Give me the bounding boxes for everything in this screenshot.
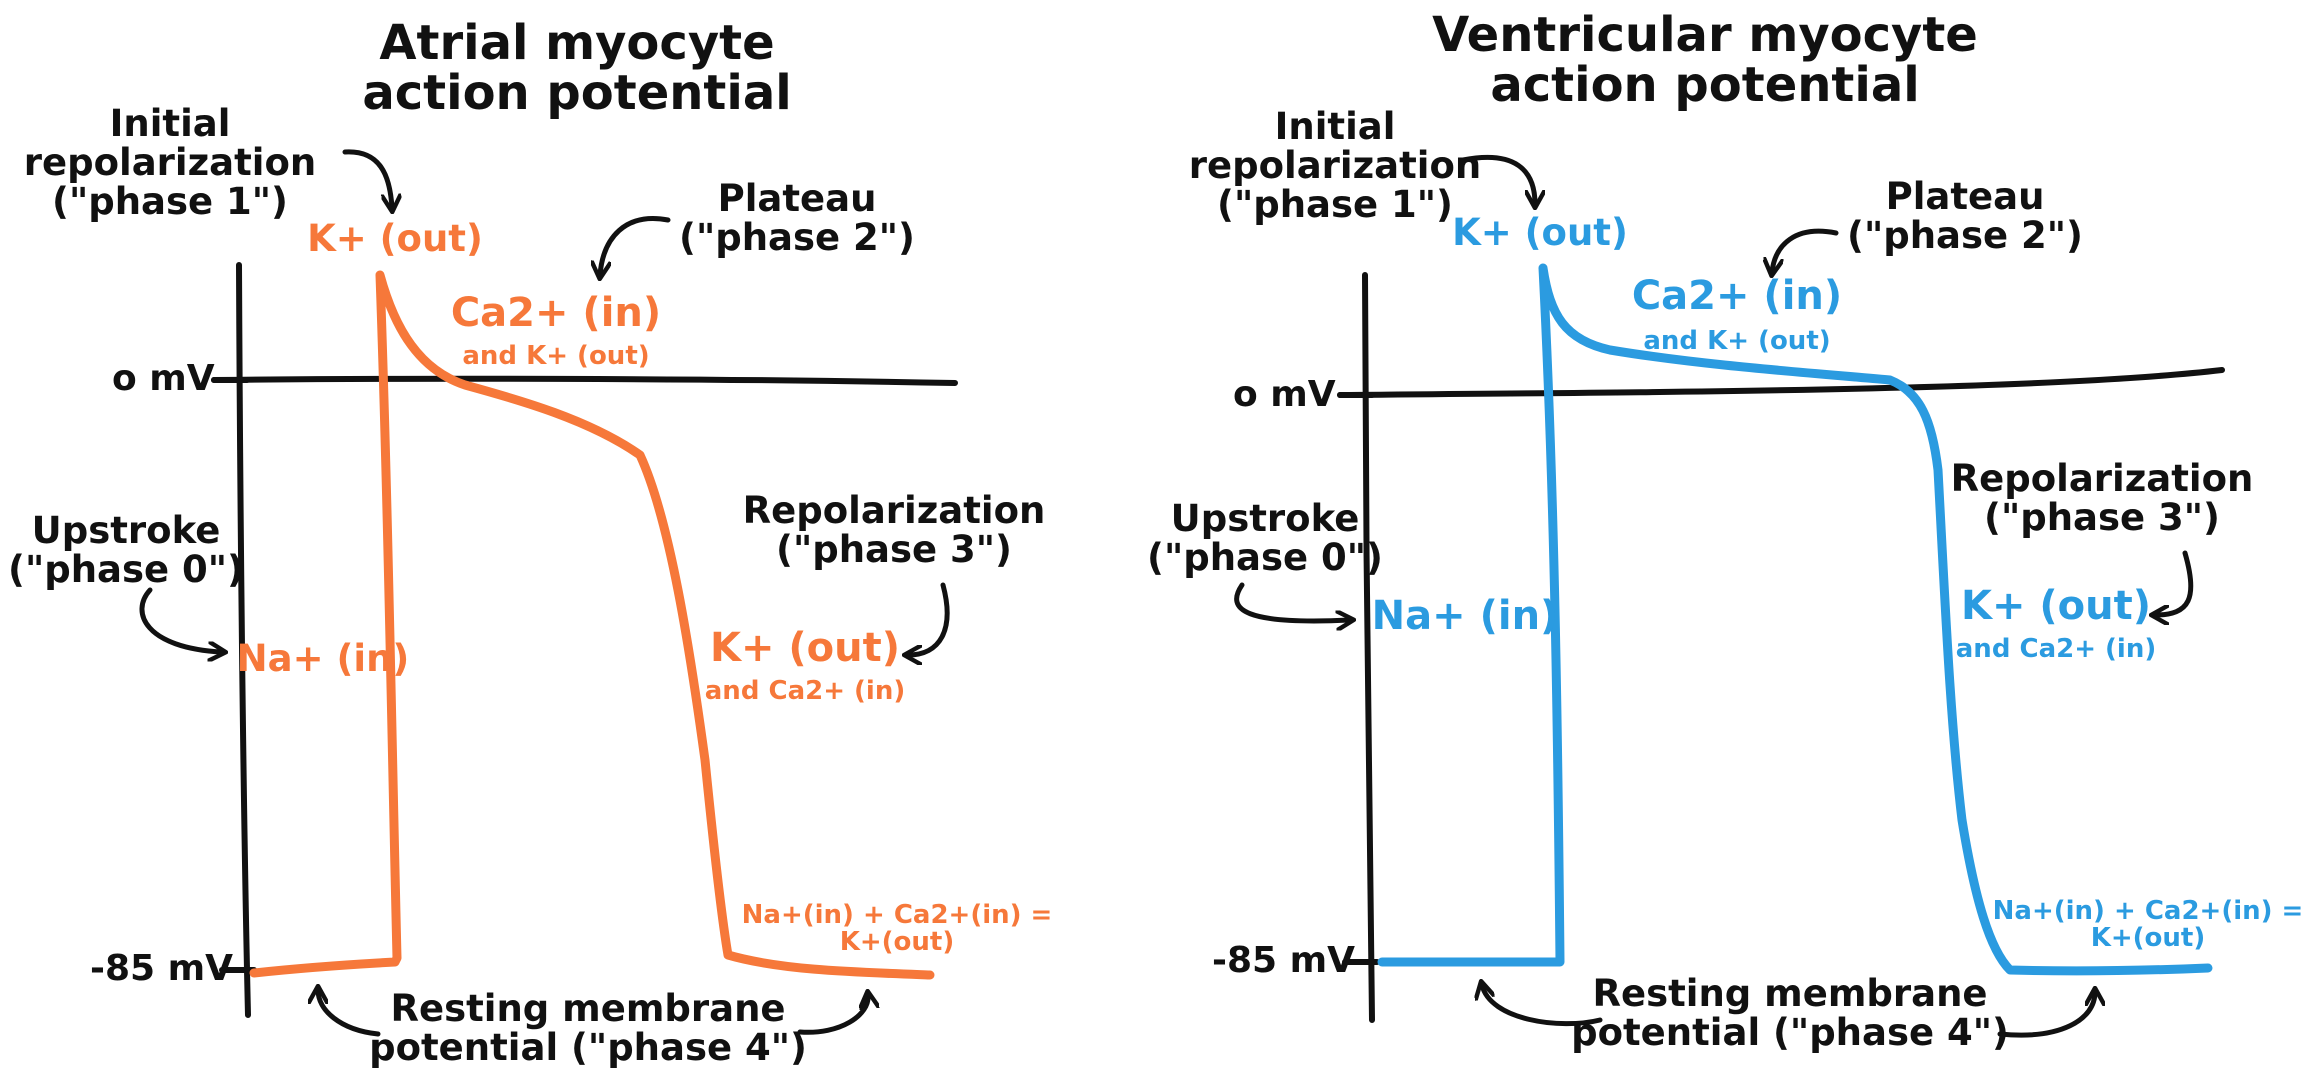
ventricular-phase4-label: Resting membrane potential ("phase 4"): [1571, 972, 2009, 1054]
ventricular-axes: [1337, 272, 2225, 1023]
atrial-phase0-arrow: [139, 587, 222, 652]
atrial-phase4-ion: Na+(in) + Ca2+(in) = K+(out): [741, 900, 1053, 958]
ventricular-phase3-arrow: [2155, 550, 2194, 615]
ventricular-title: Ventricular myocyte action potential: [1432, 7, 1978, 114]
atrial-zero-mv-label: o mV: [112, 358, 215, 399]
atrial-phase2-ion-sub: and K+ (out): [462, 341, 650, 371]
atrial-phase4-left-arrow: [318, 990, 381, 1037]
ventricular-arrows: [1234, 154, 2194, 1038]
ventricular-phase1-ion: K+ (out): [1452, 211, 1628, 254]
atrial-axes: [211, 262, 958, 1018]
atrial-phase2-ion: Ca2+ (in): [450, 290, 662, 336]
atrial-phase3-label: Repolarization ("phase 3"): [742, 489, 1046, 571]
atrial-phase3-arrow: [908, 582, 950, 655]
atrial-rest-mv-label: -85 mV: [90, 948, 233, 989]
atrial-phase0-label: Upstroke ("phase 0"): [8, 509, 244, 591]
ventricular-phase3-ion-sub: and Ca2+ (in): [1955, 634, 2157, 664]
ventricular-phase2-ion: Ca2+ (in): [1631, 273, 1843, 319]
ventricular-phase3-label: Repolarization ("phase 3"): [1950, 457, 2254, 539]
atrial-phase4-right-arrow: [797, 995, 868, 1035]
atrial-phase4-label: Resting membrane potential ("phase 4"): [369, 987, 807, 1069]
ventricular-rest-mv-label: -85 mV: [1212, 940, 1355, 981]
ventricular-phase1-label: Initial repolarization ("phase 1"): [1188, 105, 1482, 226]
ventricular-action-potential-trace: [1377, 263, 2213, 976]
atrial-phase1-label: Initial repolarization ("phase 1"): [23, 102, 317, 223]
ventricular-phase3-ion: K+ (out): [1960, 583, 2152, 629]
ventricular-phase2-ion-sub: and K+ (out): [1643, 326, 1831, 356]
atrial-phase0-ion: Na+ (in): [236, 637, 410, 680]
atrial-y-axis: [236, 262, 251, 1018]
atrial-phase3-ion: K+ (out): [709, 625, 901, 671]
ventricular-phase2-arrow: [1772, 228, 1839, 272]
atrial-phase1-arrow: [342, 149, 392, 208]
ventricular-phase1-arrow: [1460, 154, 1535, 204]
ventricular-y-axis: [1362, 272, 1375, 1023]
atrial-phase3-ion-sub: and Ca2+ (in): [704, 676, 906, 706]
atrial-arrows: [139, 149, 950, 1037]
ventricular-zero-line: [1337, 367, 2225, 398]
ventricular-phase0-ion: Na+ (in): [1371, 593, 1559, 639]
atrial-phase2-label: Plateau ("phase 2"): [679, 177, 915, 259]
ventricular-phase2-label: Plateau ("phase 2"): [1847, 175, 2083, 257]
atrial-phase2-arrow: [600, 216, 671, 275]
atrial-title: Atrial myocyte action potential: [362, 15, 792, 122]
atrial-zero-line: [211, 375, 958, 386]
ventricular-phase0-label: Upstroke ("phase 0"): [1147, 497, 1383, 579]
ventricular-phase0-arrow: [1234, 582, 1350, 621]
atrial-action-potential-trace: [249, 270, 935, 980]
ventricular-phase4-left-arrow: [1482, 985, 1603, 1027]
atrial-phase1-ion: K+ (out): [307, 217, 483, 260]
ventricular-phase4-ion: Na+(in) + Ca2+(in) = K+(out): [1992, 896, 2304, 954]
ventricular-phase4-right-arrow: [1997, 992, 2095, 1038]
ventricular-zero-mv-label: o mV: [1233, 374, 1336, 415]
